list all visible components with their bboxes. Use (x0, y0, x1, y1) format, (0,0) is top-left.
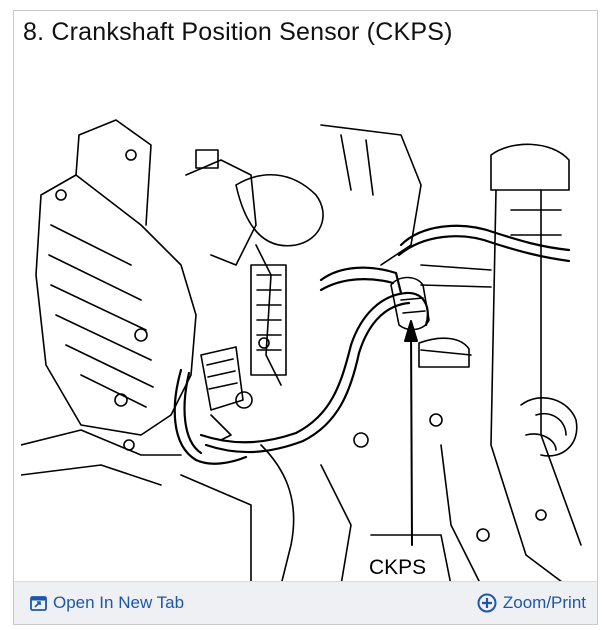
wiring-harness-drawing (173, 224, 571, 465)
engine-block-drawing (320, 124, 582, 585)
bracket-drawing (185, 149, 324, 409)
ckps-sensor-drawing (390, 276, 472, 356)
heat-shield-drawing (21, 119, 197, 486)
open-in-new-tab-label: Open In New Tab (53, 593, 185, 612)
page-title: 8. Crankshaft Position Sensor (CKPS) (23, 18, 453, 46)
zoom-print-label: Zoom/Print (502, 593, 586, 612)
card-footer: Open In New Tab Zoom/Print (14, 581, 597, 624)
callout-arrow (404, 320, 418, 546)
open-in-new-tab-icon (30, 595, 47, 611)
ckps-callout-label: CKPS (368, 556, 428, 580)
diagram-card: 8. Crankshaft Position Sensor (CKPS) (13, 10, 598, 625)
connector-drawing (200, 346, 244, 441)
open-in-new-tab-link[interactable]: Open In New Tab (30, 593, 184, 613)
engine-line-drawing (21, 115, 590, 585)
zoom-plus-icon (477, 593, 497, 613)
lower-structure-drawing (180, 444, 547, 585)
zoom-print-link[interactable]: Zoom/Print (477, 593, 586, 613)
